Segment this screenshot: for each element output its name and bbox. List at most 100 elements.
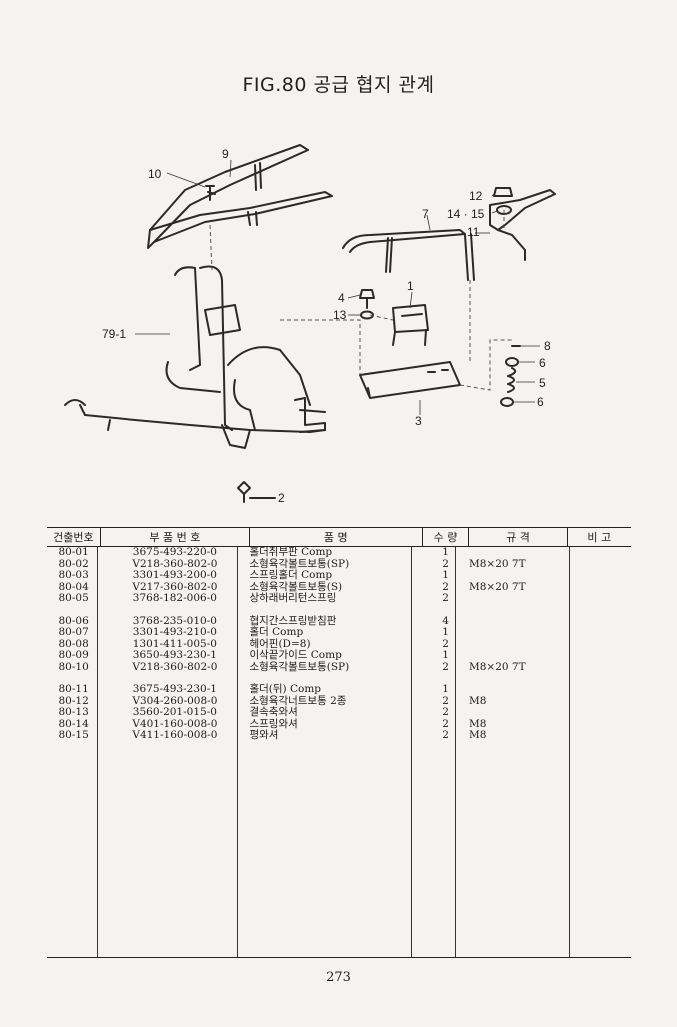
part-name-cell: 소형육각너트보통 2종: [249, 694, 347, 707]
quantity-cell: 1: [442, 546, 449, 558]
spec-cell: [469, 707, 567, 719]
spec-cell: M8×20 7T: [468, 557, 526, 570]
part-no-cell: 3675-493-220-0: [132, 546, 217, 558]
header-quantity: 수 량: [421, 527, 469, 547]
remarks-cell: [567, 707, 631, 719]
header-ref-no: 건출번호: [47, 527, 101, 547]
part-no-cell: 3650-493-230-1: [132, 649, 217, 661]
part-no-cell: V218-360-802-0: [132, 660, 218, 673]
remarks-cell: [567, 662, 631, 674]
spec-cell: [469, 547, 567, 559]
quantity-cell: 2: [442, 729, 449, 741]
page-number: 273: [326, 970, 351, 985]
callout-label: 9: [222, 147, 229, 161]
remarks-cell: [567, 627, 631, 639]
part-no-cell: V411-160-008-0: [132, 729, 218, 741]
ref-no-cell: 80-13: [58, 706, 89, 718]
quantity-cell: 1: [442, 626, 449, 638]
part-name-cell: 결속축와셔: [249, 706, 298, 718]
table-row: 80-09 3650-493-230-1 이삭끝가이드 Comp 1: [47, 649, 631, 662]
ref-no-cell: 80-07: [58, 626, 89, 638]
callout-label: 4: [338, 291, 345, 305]
part-no-cell: V401-160-008-0: [132, 717, 218, 730]
remarks-cell: [567, 559, 631, 571]
spec-cell: M8×20 7T: [468, 660, 526, 673]
callout-label: 10: [148, 167, 162, 181]
part-name-cell: 소형육각볼트보통(SP): [249, 660, 350, 673]
spec-cell: M8: [468, 729, 487, 741]
part-name-cell: 스프링홀더 Comp: [249, 569, 333, 581]
callout-label: 5: [539, 376, 546, 390]
exploded-parts-diagram: 9 10 12 14 · 15 7 11 4 1 13 79-1 8 6 5 6…: [64, 144, 556, 505]
quantity-cell: 2: [442, 694, 449, 707]
callout-label: 11: [467, 225, 480, 239]
spec-cell: [469, 650, 567, 662]
header-remarks: 비 고: [566, 527, 631, 547]
part-name-cell: 이삭끝가이드 Comp: [249, 649, 342, 661]
quantity-cell: 2: [442, 637, 449, 650]
callout-label: 1: [407, 279, 414, 293]
part-name-cell: 소형육각볼트보통(SP): [249, 557, 350, 570]
remarks-cell: [567, 639, 631, 651]
ref-no-cell: 80-15: [58, 729, 89, 741]
callout-label: 6: [537, 395, 544, 409]
spec-cell: [469, 627, 567, 639]
spec-cell: [469, 570, 567, 582]
callout-label: 2: [278, 491, 285, 505]
spec-cell: M8: [468, 694, 487, 707]
part-no-cell: 3301-493-200-0: [132, 569, 217, 581]
table-header-row: 건출번호 부 품 번 호 품 명 수 량 규 격 비 고: [47, 527, 631, 547]
spec-cell: M8: [468, 717, 487, 730]
ref-no-cell: 80-10: [58, 660, 89, 673]
spec-cell: [469, 616, 567, 628]
header-part-no: 부 품 번 호: [99, 527, 250, 547]
callout-label: 6: [539, 356, 546, 370]
callout-label: 8: [544, 339, 551, 353]
part-no-cell: V217-360-802-0: [132, 580, 218, 593]
quantity-cell: 1: [442, 683, 449, 695]
header-spec: 규 격: [468, 527, 568, 547]
callout-label: 14 · 15: [447, 207, 485, 221]
table-row: 80-03 3301-493-200-0 스프링홀더 Comp 1: [47, 569, 631, 582]
part-name-cell: 홀더 Comp: [249, 626, 304, 638]
part-name-cell: 협지간스프링받침판: [249, 614, 337, 627]
quantity-cell: 2: [442, 717, 449, 730]
spec-cell: [469, 639, 567, 651]
quantity-cell: 4: [442, 614, 449, 627]
part-no-cell: V304-260-008-0: [132, 694, 218, 707]
ref-no-cell: 80-09: [58, 649, 89, 661]
part-no-cell: 3560-201-015-0: [132, 706, 217, 718]
quantity-cell: 2: [442, 580, 449, 593]
header-part-name: 품 명: [248, 527, 423, 547]
remarks-cell: [567, 719, 631, 731]
spec-cell: [469, 593, 567, 605]
parts-table: 건출번호 부 품 번 호 품 명 수 량 규 격 비 고 80-01 3675-4…: [47, 527, 631, 742]
remarks-cell: [567, 650, 631, 662]
remarks-cell: [567, 730, 631, 742]
ref-no-cell: 80-01: [58, 546, 89, 558]
remarks-cell: [567, 582, 631, 594]
ref-no-cell: 80-03: [58, 569, 89, 581]
ref-no-cell: 80-12: [58, 694, 89, 707]
ref-no-cell: 80-06: [58, 614, 89, 627]
quantity-cell: 1: [442, 649, 449, 661]
quantity-cell: 1: [442, 569, 449, 581]
remarks-cell: [567, 616, 631, 628]
ref-no-cell: 80-04: [58, 580, 89, 593]
part-no-cell: 1301-411-005-0: [132, 637, 217, 650]
part-name-cell: 홀더(뒤) Comp: [249, 683, 322, 695]
remarks-cell: [567, 696, 631, 708]
callout-label: 79-1: [102, 327, 126, 341]
quantity-cell: 2: [442, 592, 449, 604]
